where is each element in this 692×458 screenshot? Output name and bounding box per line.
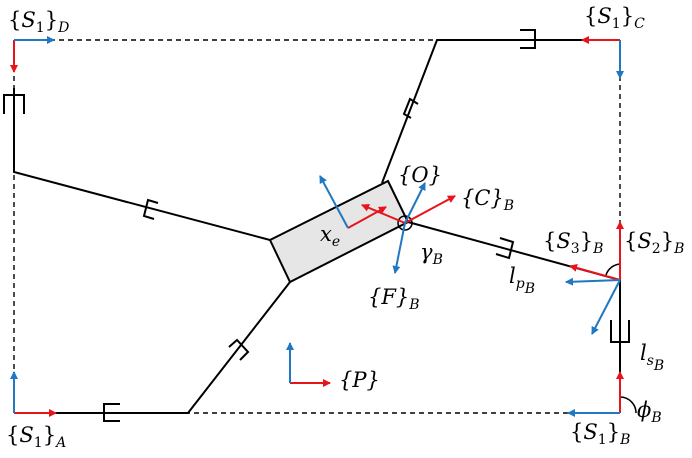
- frame-o: [319, 175, 387, 229]
- phi-angle-arc-icon: [619, 396, 637, 414]
- prismatic-joint-b-icon: [495, 237, 515, 260]
- label-lp-b: lpB: [509, 264, 535, 297]
- label-s1-b: {S1}B: [570, 420, 631, 448]
- label-o: {O}: [398, 163, 442, 187]
- frame-s1-c: [581, 36, 624, 79]
- prismatic-joint-a2-icon: [228, 338, 250, 361]
- frame-f-b: [392, 182, 426, 274]
- label-c-b: {C}B: [461, 186, 515, 214]
- frame-s1-a: [10, 371, 57, 417]
- frame-s1-b: [567, 371, 624, 417]
- prismatic-joint-d2-icon: [142, 198, 159, 220]
- label-s1-c: {S1}C: [584, 4, 645, 32]
- frame-s3-s2-b: [565, 221, 624, 335]
- leg-a: [56, 281, 291, 414]
- leg-c: [381, 39, 620, 184]
- prismatic-joint-c2-icon: [402, 97, 419, 119]
- frame-c-b: [361, 195, 456, 224]
- leg-d: [13, 88, 271, 241]
- label-f-b: {F}B: [368, 285, 420, 313]
- frame-s1-d: [10, 36, 55, 73]
- label-p: {P}: [339, 368, 380, 392]
- s2-angle-arc-icon: [605, 263, 621, 276]
- frame-p: [286, 342, 331, 387]
- prismatic-joint-b2-icon: [610, 320, 630, 343]
- prismatic-joint-a-icon: [103, 403, 120, 422]
- gamma-angle-arc-icon: [397, 215, 413, 231]
- label-s1-d: {S1}D: [8, 8, 70, 36]
- prismatic-joint-d-icon: [3, 94, 25, 118]
- prismatic-joint-c-icon: [520, 29, 536, 49]
- label-phi-b: ϕB: [637, 398, 662, 426]
- label-s1-a: {S1}A: [6, 423, 67, 451]
- label-gamma-b: γB: [420, 240, 443, 268]
- label-s2-b: {S2}B: [624, 229, 685, 257]
- label-s3-b: {S3}B: [543, 229, 604, 257]
- label-xe: xe: [320, 222, 341, 250]
- label-ls-b: lsB: [640, 341, 665, 374]
